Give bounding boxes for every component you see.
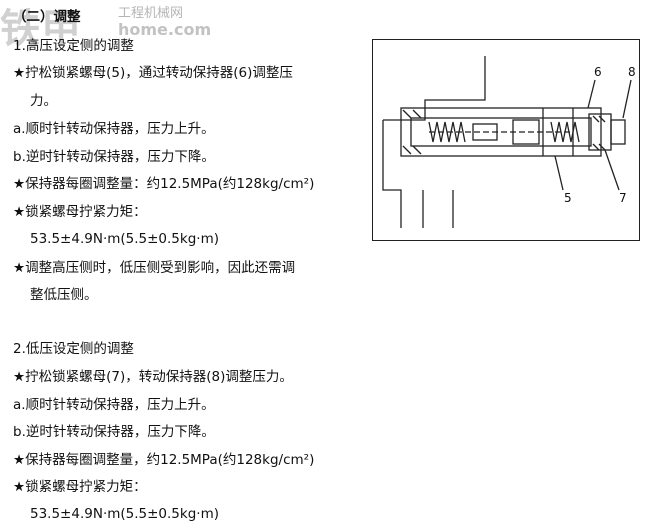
valve-drawing: 6 8 5 7 xyxy=(382,56,636,228)
text-line: 53.5±4.9N·m(5.5±0.5kg·m) xyxy=(30,231,219,247)
text-line: 力。 xyxy=(30,93,57,109)
text-line: b.逆时针转动保持器，压力下降。 xyxy=(13,149,215,165)
text-line: ★锁紧螺母拧紧力矩： xyxy=(13,479,147,495)
label-6: 6 xyxy=(594,65,602,79)
text-line: b.逆时针转动保持器，压力下降。 xyxy=(13,424,215,440)
text-line: a.顺时针转动保持器，压力上升。 xyxy=(13,397,215,413)
label-5: 5 xyxy=(564,191,572,205)
text-line: 53.5±4.9N·m(5.5±0.5kg·m) xyxy=(30,506,219,522)
section-heading: （二）调整 xyxy=(13,9,81,25)
text-line: 整低压侧。 xyxy=(30,287,98,303)
text-line: ★锁紧螺母拧紧力矩： xyxy=(13,204,147,220)
valve-diagram: 6 8 5 7 xyxy=(372,39,640,241)
text-line: ★调整高压侧时，低压侧受到影响，因此还需调 xyxy=(13,260,296,276)
text-line: ★拧松锁紧螺母(5)，通过转动保持器(6)调整压 xyxy=(13,65,293,81)
text-line: ★拧松锁紧螺母(7)，转动保持器(8)调整压力。 xyxy=(13,369,293,385)
subsection-heading-low: 2.低压设定侧的调整 xyxy=(13,341,134,357)
text-line: ★保持器每圈调整量，约12.5MPa(约128kg/cm²) xyxy=(13,452,315,468)
text-line: ★保持器每圈调整量：约12.5MPa(约128kg/cm²) xyxy=(13,176,315,192)
label-7: 7 xyxy=(619,191,627,205)
watermark-cn: 工程机械网 xyxy=(118,6,184,21)
text-line: a.顺时针转动保持器，压力上升。 xyxy=(13,121,215,137)
label-8: 8 xyxy=(628,65,636,79)
subsection-heading-high: 1.高压设定侧的调整 xyxy=(13,38,134,54)
